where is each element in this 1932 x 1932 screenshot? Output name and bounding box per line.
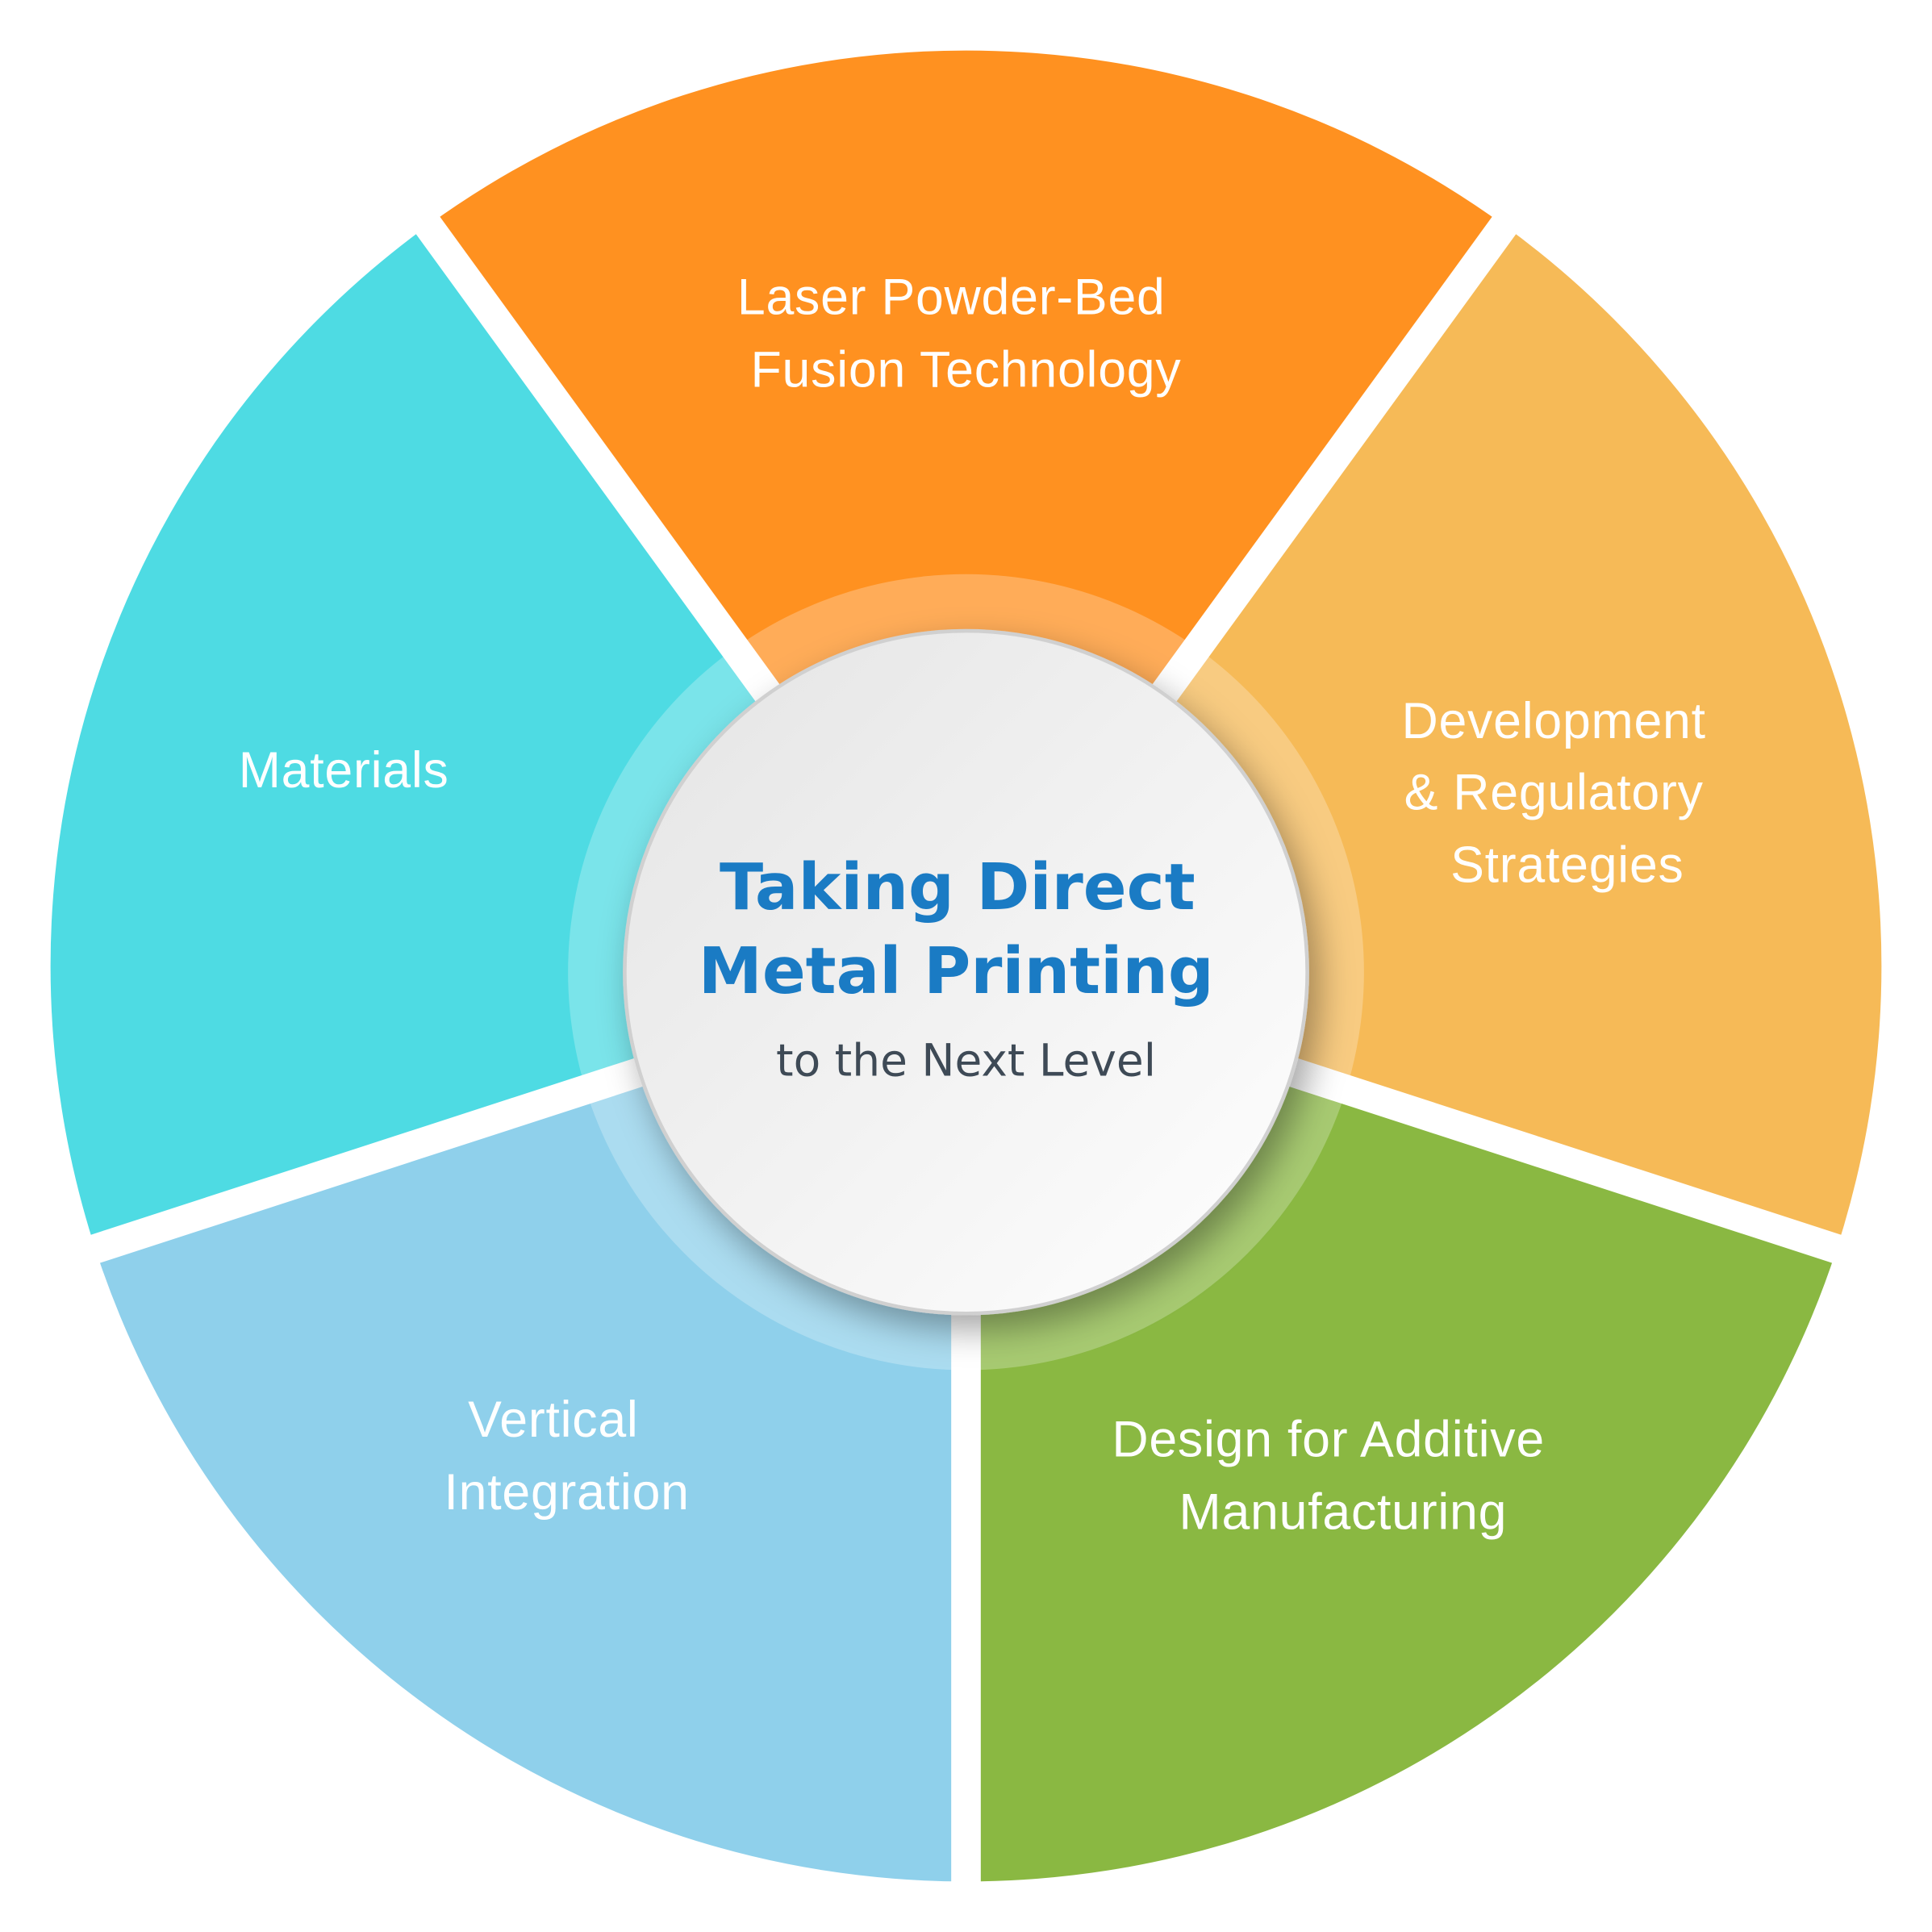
- center-title-line2: Metal Printing: [699, 933, 1214, 1008]
- segment-label-materials: Materials: [239, 742, 449, 799]
- segment-label-development-regulatory: Development & Regulatory Strategies: [1402, 693, 1721, 894]
- center-title-line1: Taking Direct: [720, 849, 1196, 924]
- center-circle: [623, 628, 1309, 1316]
- segment-label-laser-powder-bed: Laser Powder-Bed Fusion Technology: [737, 269, 1182, 398]
- segment-label-vertical-integration: Vertical Integration: [444, 1392, 689, 1521]
- segment-laser-powder-bed: [428, 50, 1504, 966]
- center-subtitle: to the Next Level: [776, 1034, 1156, 1086]
- segment-label-design-for-am: Design for Additive Manufacturing: [1112, 1411, 1559, 1540]
